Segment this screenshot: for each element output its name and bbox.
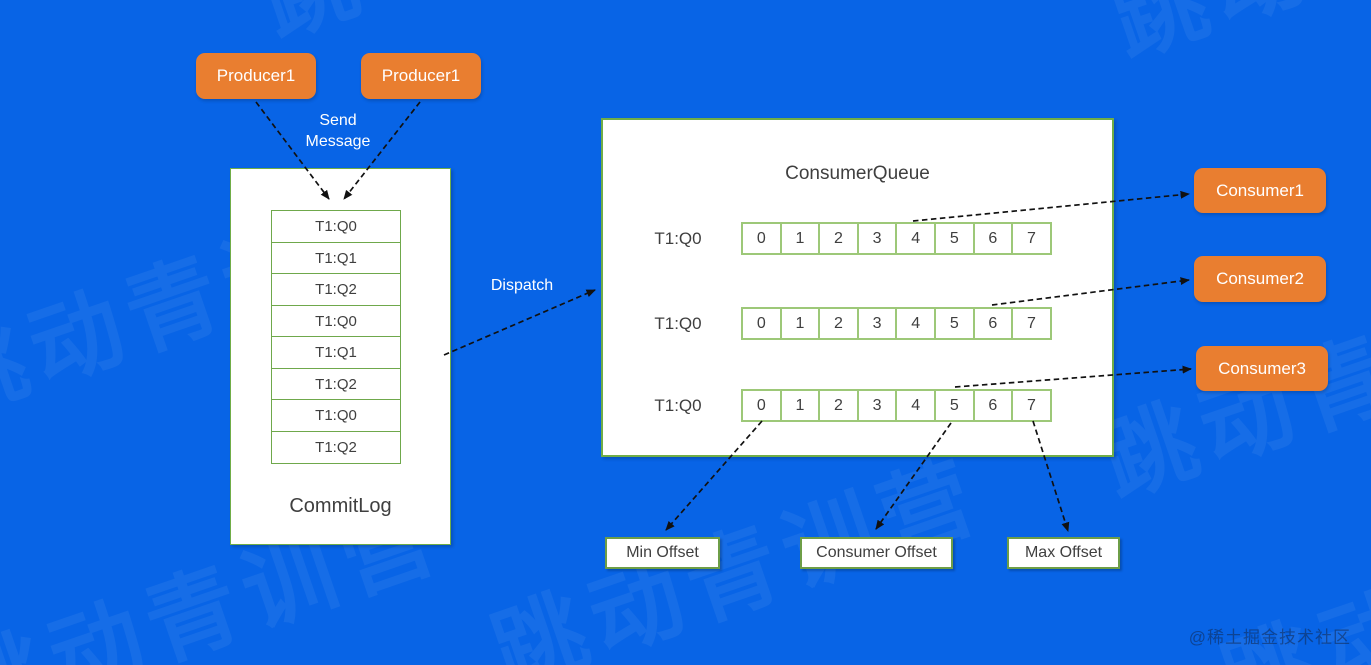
commitlog-entry: T1:Q0 — [271, 304, 401, 338]
queue-cell: 4 — [895, 222, 936, 255]
min-offset-label: Min Offset — [626, 544, 699, 561]
max-offset-label: Max Offset — [1024, 544, 1103, 561]
commitlog-entry: T1:Q0 — [271, 399, 401, 432]
consumer3-label: Consumer3 — [1218, 358, 1306, 378]
producer2-label: Producer1 — [381, 66, 461, 85]
producer1-label: Producer1 — [216, 66, 296, 85]
queue-cell: 5 — [933, 222, 975, 255]
queue-cell: 5 — [933, 389, 975, 422]
commitlog-panel: T1:Q0 T1:Q1 T1:Q2 T1:Q0 T1:Q1 T1:Q2 T1:Q… — [230, 168, 451, 545]
queue-cell: 7 — [1011, 222, 1052, 255]
queue-row2-label: T1:Q0 — [654, 314, 702, 333]
producer1-node: Producer1 — [196, 53, 316, 99]
queue-row1: 0 1 2 3 4 5 6 7 — [741, 222, 1052, 255]
consumer2-label: Consumer2 — [1216, 269, 1304, 288]
queue-cell: 6 — [972, 307, 1014, 340]
queue-cell: 1 — [779, 222, 821, 255]
queue-cell: 2 — [818, 222, 859, 255]
queue-cell: 3 — [856, 389, 898, 422]
queue-cell: 3 — [856, 222, 898, 255]
queue-row2: 0 1 2 3 4 5 6 7 — [741, 307, 1052, 340]
queue-cell: 6 — [972, 389, 1014, 422]
queue-cell: 1 — [779, 389, 821, 422]
queue-cell: 2 — [818, 389, 859, 422]
queue-cell: 3 — [856, 307, 898, 340]
consumer2-node: Consumer2 — [1194, 256, 1326, 302]
consumer1-label: Consumer1 — [1216, 180, 1304, 200]
consumer1-node: Consumer1 — [1194, 168, 1326, 213]
queue-row3-label: T1:Q0 — [654, 396, 702, 415]
queue-cell: 7 — [1011, 389, 1052, 422]
commitlog-entry: T1:Q1 — [271, 336, 401, 369]
queue-row3: 0 1 2 3 4 5 6 7 — [741, 389, 1052, 422]
arrow-dispatch — [443, 289, 596, 356]
commitlog-entry: T1:Q2 — [271, 430, 401, 464]
queue-cell: 0 — [741, 307, 782, 340]
queue-cell: 4 — [895, 389, 936, 422]
commitlog-entry: T1:Q2 — [271, 273, 401, 306]
consumer-offset-box: Consumer Offset — [800, 537, 953, 569]
producer2-node: Producer1 — [361, 53, 481, 99]
queue-row1-label: T1:Q0 — [654, 229, 702, 248]
consumerqueue-title: ConsumerQueue — [785, 163, 930, 184]
queue-cell: 2 — [818, 307, 859, 340]
consumer-offset-label: Consumer Offset — [816, 544, 937, 561]
commitlog-title: CommitLog — [289, 495, 392, 517]
commitlog-entry: T1:Q2 — [271, 367, 401, 401]
min-offset-box: Min Offset — [605, 537, 720, 569]
queue-cell: 5 — [933, 307, 975, 340]
consumer3-node: Consumer3 — [1196, 346, 1328, 391]
watermark-text: 跳动青训营 — [1092, 0, 1371, 82]
queue-cell: 0 — [741, 222, 782, 255]
dispatch-label: Dispatch — [490, 277, 554, 294]
queue-cell: 6 — [972, 222, 1014, 255]
max-offset-box: Max Offset — [1007, 537, 1120, 569]
commitlog-entry: T1:Q0 — [271, 210, 401, 243]
credit-text: @稀土掘金技术社区 — [1188, 628, 1351, 647]
watermark-text: 跳动青训营 — [242, 0, 768, 62]
queue-cell: 4 — [895, 307, 936, 340]
commitlog-entry: T1:Q1 — [271, 241, 401, 275]
queue-cell: 0 — [741, 389, 782, 422]
commitlog-entries: T1:Q0 T1:Q1 T1:Q2 T1:Q0 T1:Q1 T1:Q2 T1:Q… — [271, 210, 401, 464]
queue-cell: 7 — [1011, 307, 1052, 340]
queue-cell: 1 — [779, 307, 821, 340]
send-message-label: Send Message — [305, 112, 371, 150]
